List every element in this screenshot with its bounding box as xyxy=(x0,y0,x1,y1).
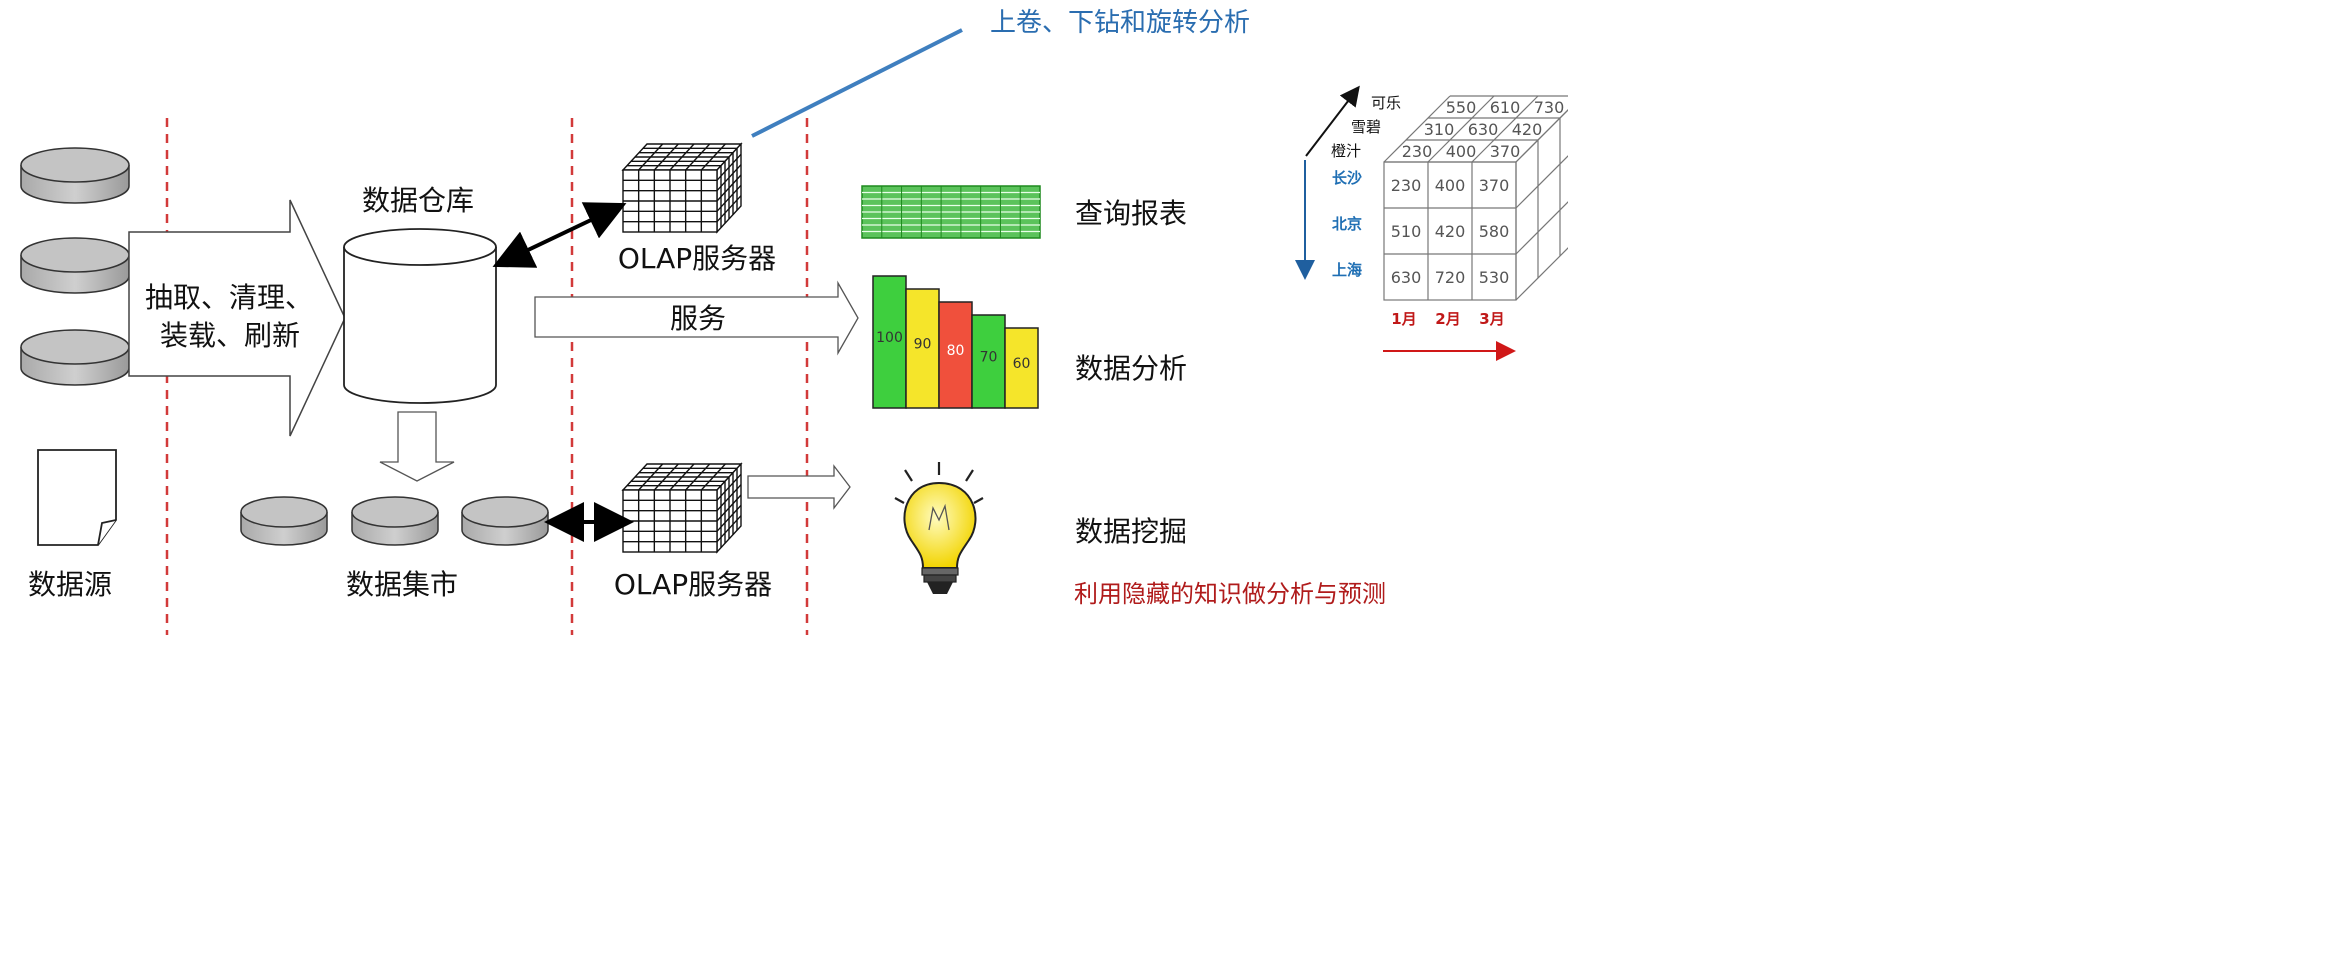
olap-bottom-label: OLAP服务器 xyxy=(614,568,772,601)
service-label: 服务 xyxy=(670,302,726,335)
cube-top-line xyxy=(1427,95,1495,163)
etl-arrow xyxy=(128,199,346,437)
etl-label-line2: 装载、刷新 xyxy=(160,319,300,352)
grid-line xyxy=(716,195,742,223)
month-label: 2月 xyxy=(1435,310,1460,328)
report-table-icon xyxy=(861,185,1041,239)
bar xyxy=(971,314,1006,409)
annotation-line xyxy=(751,28,963,138)
disk-icon xyxy=(20,329,130,386)
bar-value-label: 70 xyxy=(980,350,998,366)
cube-side-line xyxy=(1515,109,1568,163)
cube-cell-value: 370 xyxy=(1479,176,1510,195)
cube-cell-value: 230 xyxy=(1391,176,1422,195)
cube-cell-value: 580 xyxy=(1479,222,1510,241)
disk-icon xyxy=(461,496,549,546)
grid-line xyxy=(716,515,742,543)
service-arrow xyxy=(534,280,859,356)
cube-top-value: 730 xyxy=(1534,98,1565,117)
disk-icon xyxy=(20,237,130,294)
product-label: 橙汁 xyxy=(1331,142,1361,160)
bar xyxy=(1004,327,1039,409)
cube-top-value: 550 xyxy=(1446,98,1477,117)
month-label: 3月 xyxy=(1479,310,1504,328)
mining-arrow xyxy=(747,464,851,510)
data-mining-label: 数据挖掘 xyxy=(1075,515,1187,548)
cube-top-value: 630 xyxy=(1468,120,1499,139)
bar xyxy=(938,301,973,409)
cube-side-line xyxy=(1515,247,1568,301)
olap-top-label: OLAP服务器 xyxy=(618,242,776,275)
olap-cube-icon xyxy=(621,462,743,554)
cube-top-line xyxy=(1471,95,1539,163)
cube-cell-value: 630 xyxy=(1391,268,1422,287)
cube-top-value: 230 xyxy=(1402,142,1433,161)
city-label: 长沙 xyxy=(1332,169,1362,187)
cube-top-line xyxy=(1383,95,1451,163)
bar-value-label: 80 xyxy=(947,343,965,359)
cube-top-value: 420 xyxy=(1512,120,1543,139)
bar-value-label: 60 xyxy=(1013,356,1031,372)
product-axis-arrow xyxy=(1305,85,1360,157)
cube-side-line xyxy=(1515,201,1568,255)
cube-cell-value: 420 xyxy=(1435,222,1466,241)
data-warehouse-diagram: 数据源 抽取、清理、 装载、刷新 数据仓库 数据集市 OLAP服务器 OLAP服… xyxy=(20,8,1568,635)
warehouse-olap-arrow xyxy=(492,202,627,268)
mining-note: 利用隐藏的知识做分析与预测 xyxy=(1074,580,1386,608)
bar xyxy=(905,288,940,409)
product-label: 可乐 xyxy=(1371,94,1401,112)
etl-label-line1: 抽取、清理、 xyxy=(145,281,313,314)
document-icon xyxy=(37,449,117,546)
month-label: 1月 xyxy=(1391,310,1416,328)
cube-top-value: 370 xyxy=(1490,142,1521,161)
bar-chart-icon: 100 90 80 70 60 xyxy=(872,275,1039,409)
warehouse-label: 数据仓库 xyxy=(362,184,474,217)
cube-top-value: 610 xyxy=(1490,98,1521,117)
cube-top-value: 400 xyxy=(1446,142,1477,161)
top-annotation: 上卷、下钻和旋转分析 xyxy=(990,8,1250,38)
disk-icon xyxy=(240,496,328,546)
warehouse-cylinder-icon xyxy=(343,228,497,404)
data-source-disks xyxy=(20,147,130,386)
data-analysis-label: 数据分析 xyxy=(1075,352,1187,385)
cube-cell-value: 400 xyxy=(1435,176,1466,195)
data-mart-disks xyxy=(240,496,549,546)
data-source-label: 数据源 xyxy=(28,568,112,601)
down-arrow xyxy=(379,411,455,482)
city-label: 上海 xyxy=(1332,261,1362,279)
bar xyxy=(872,275,907,409)
city-label: 北京 xyxy=(1332,215,1362,233)
cube-top-value: 310 xyxy=(1424,120,1455,139)
query-report-label: 查询报表 xyxy=(1075,197,1187,230)
lightbulb-icon xyxy=(894,462,984,594)
bar-value-label: 90 xyxy=(914,337,932,353)
bar-value-label: 100 xyxy=(876,330,903,346)
product-label: 雪碧 xyxy=(1351,118,1381,136)
cube-cell-value: 720 xyxy=(1435,268,1466,287)
cube-cell-value: 530 xyxy=(1479,268,1510,287)
olap-cube-icon xyxy=(621,142,743,234)
cube-front-face xyxy=(1383,161,1517,301)
disk-icon xyxy=(351,496,439,546)
data-mart-label: 数据集市 xyxy=(346,568,458,601)
cube-cell-value: 510 xyxy=(1391,222,1422,241)
cube-side-line xyxy=(1515,155,1568,209)
disk-icon xyxy=(20,147,130,204)
